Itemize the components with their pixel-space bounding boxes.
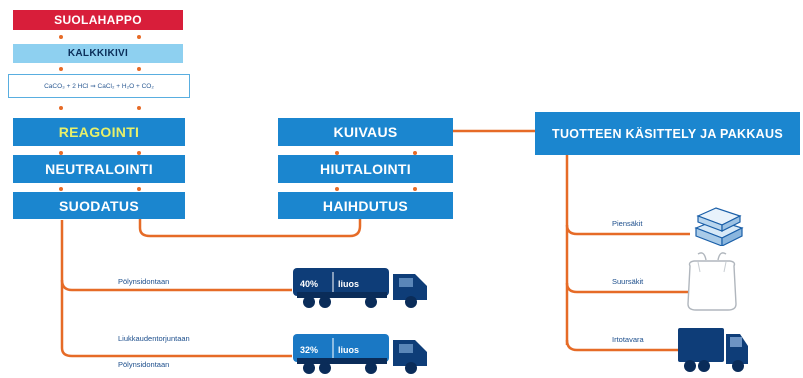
connector-bulk <box>565 339 690 352</box>
flow-dot <box>335 187 339 191</box>
flow-dot <box>137 35 141 39</box>
label-dust-binding-2: Pölynsidontaan <box>118 360 170 369</box>
bulk-truck-icon <box>678 328 748 372</box>
truck-2-word: liuos <box>338 345 360 355</box>
step-neutralization: NEUTRALOINTI <box>13 155 185 183</box>
flow-dot <box>59 35 63 39</box>
connector-liquid-top <box>60 279 292 292</box>
flow-dot <box>137 187 141 191</box>
flow-dot <box>59 151 63 155</box>
input-limestone: KALKKIKIVI <box>13 44 183 63</box>
reaction-equation: CaCO₃ + 2 HCl ⇒ CaCl₂ + H₂O + CO₂ <box>8 74 190 98</box>
input-acid: SUOLAHAPPO <box>13 10 183 30</box>
flow-dot <box>137 151 141 155</box>
flow-dot <box>335 151 339 155</box>
small-bags-stack-icon <box>694 207 744 246</box>
flow-dot <box>137 67 141 71</box>
bulk-bag-icon <box>687 252 737 311</box>
truck-1-word: liuos <box>338 279 360 289</box>
truck-2-percent: 32% <box>300 345 319 355</box>
tanker-truck-icon <box>293 334 427 374</box>
label-bulk: Irtotavara <box>612 335 644 344</box>
flow-dot <box>413 187 417 191</box>
connector-liquid-bottom <box>60 220 292 358</box>
step-reaction: REAGOINTI <box>13 118 185 146</box>
step-evaporation: HAIHDUTUS <box>278 192 453 219</box>
step-drying: KUIVAUS <box>278 118 453 146</box>
flow-dot <box>413 151 417 155</box>
connector-filter-to-evaporation <box>138 218 362 238</box>
tanker-truck-icon <box>293 268 427 308</box>
flow-dot <box>137 106 141 110</box>
label-de-icing: Liukkaudentorjuntaan <box>118 334 190 343</box>
truck-1-percent: 40% <box>300 279 319 289</box>
step-filtration: SUODATUS <box>13 192 185 219</box>
flow-dot <box>59 67 63 71</box>
label-small-bags: Piensäkit <box>612 219 643 228</box>
flow-dot <box>59 187 63 191</box>
step-handling-packaging: TUOTTEEN KÄSITTELY JA PAKKAUS <box>535 112 800 155</box>
flow-dot <box>59 106 63 110</box>
label-big-bags: Suursäkit <box>612 277 644 286</box>
step-flaking: HIUTALOINTI <box>278 155 453 183</box>
connector-big-bag <box>565 282 690 294</box>
label-dust-binding: Pölynsidontaan <box>118 277 170 286</box>
connector-small-bags <box>565 224 690 236</box>
